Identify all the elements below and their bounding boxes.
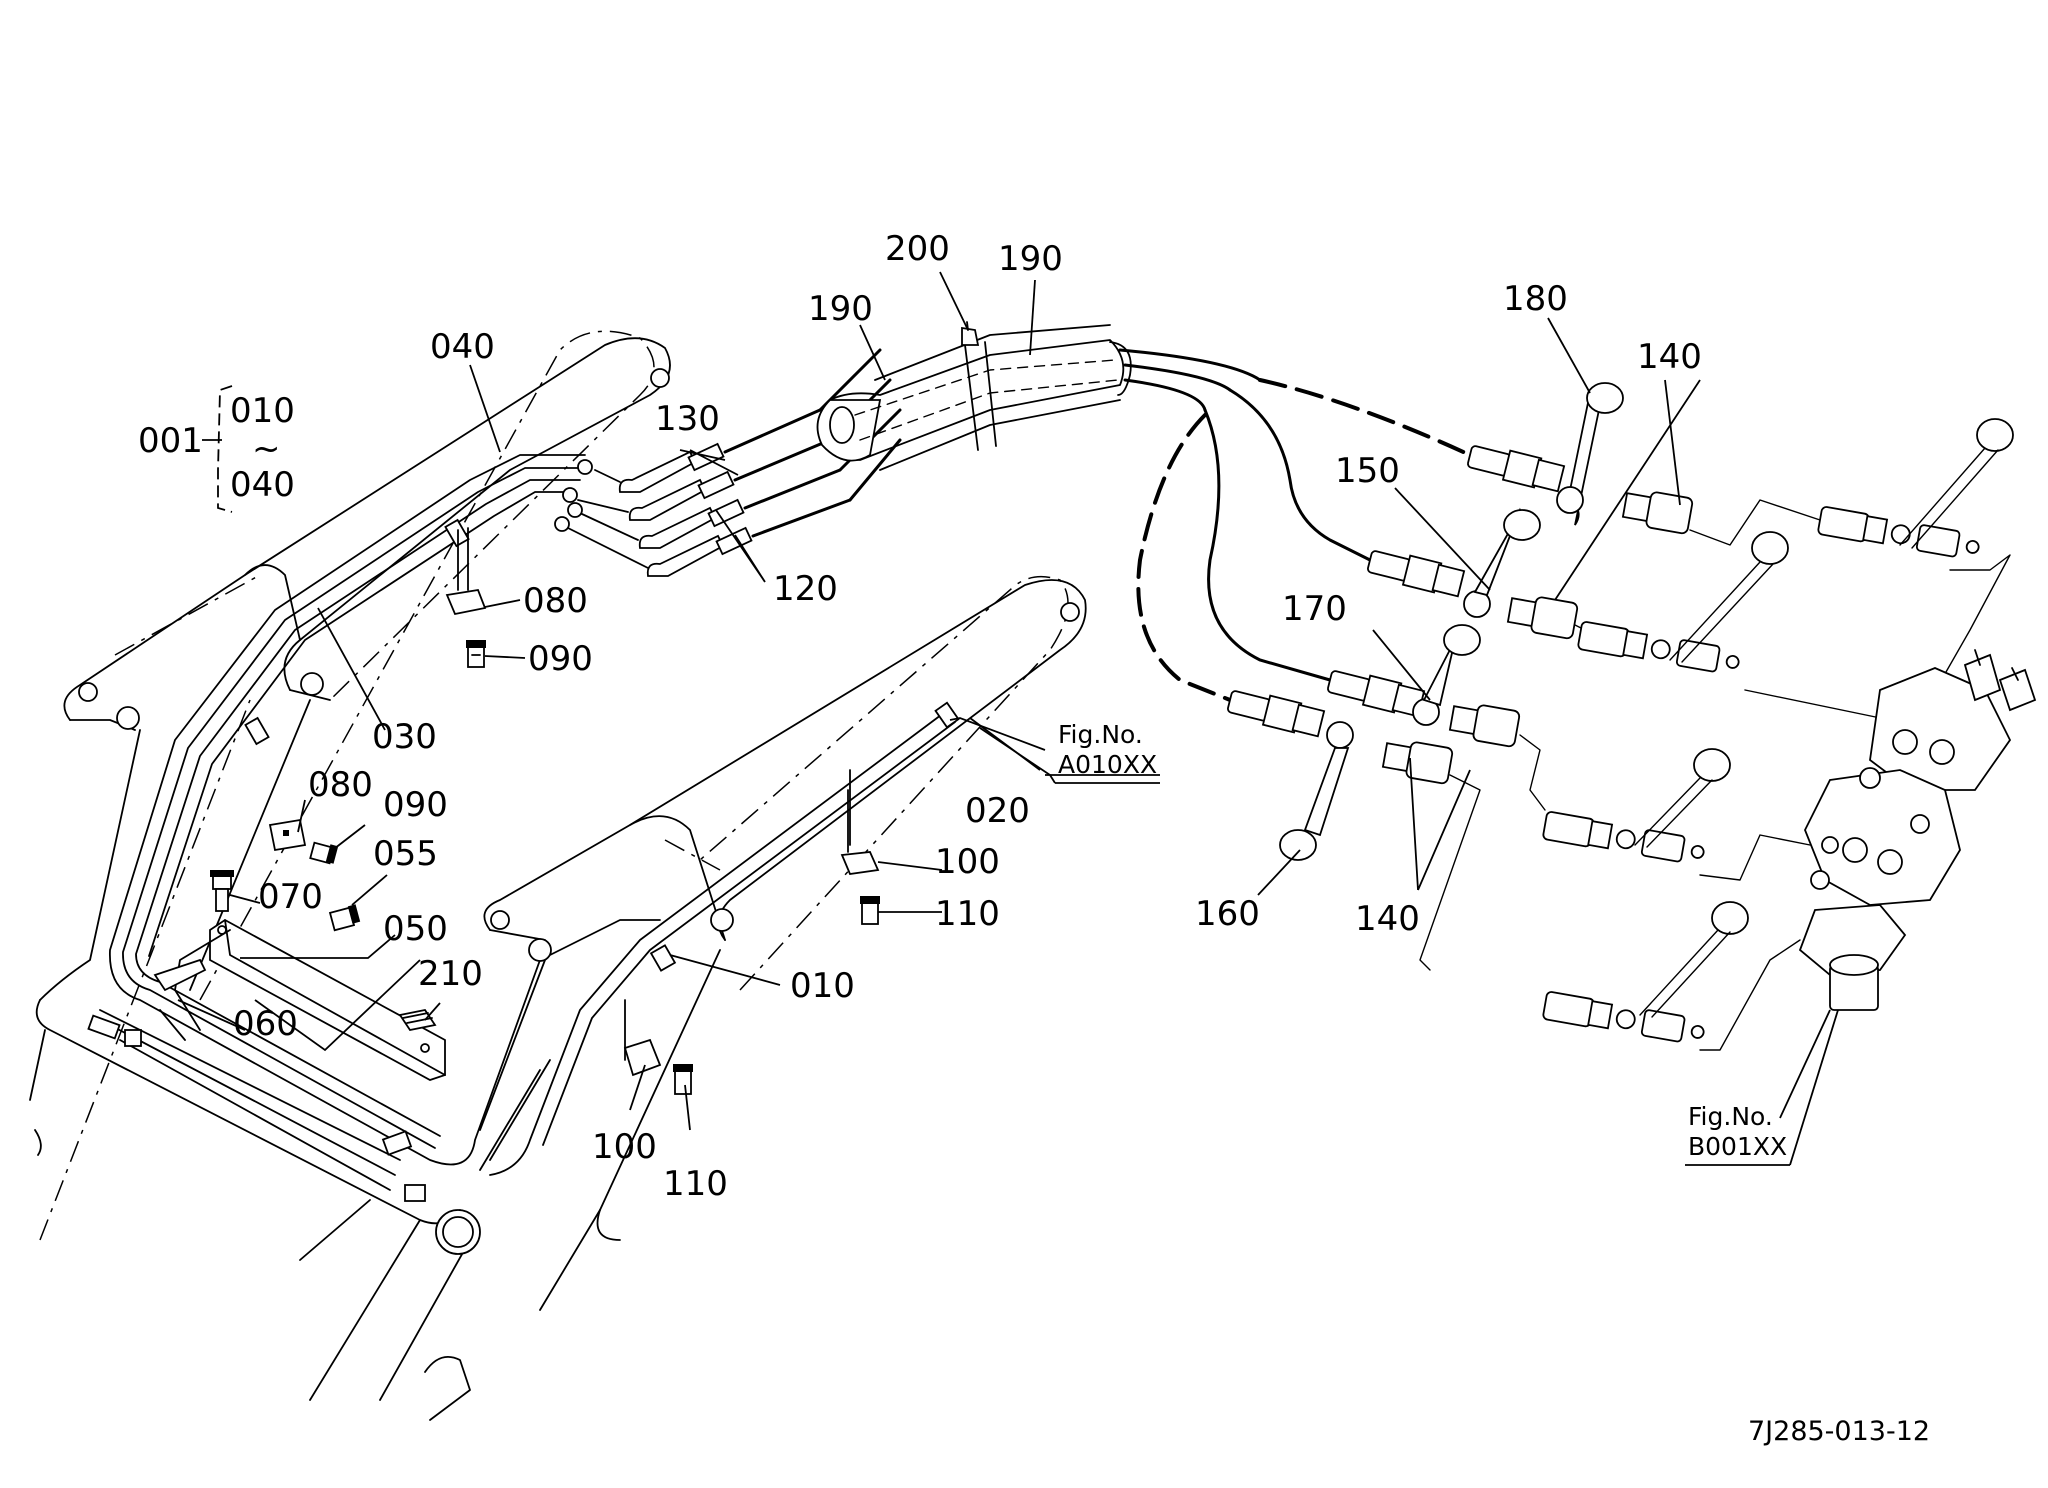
- callout-040: 040: [430, 327, 495, 367]
- assembly-number: 001: [138, 421, 203, 461]
- callout-160: 160: [1195, 894, 1260, 934]
- valve-couplers: [1542, 418, 2014, 1043]
- callout-070: 070: [258, 877, 323, 917]
- callout-140: 140: [1355, 899, 1420, 939]
- callout-210: 210: [418, 954, 483, 994]
- left-arm-hose-bundle: [87, 454, 661, 1255]
- callout-080: 080: [523, 581, 588, 621]
- bolt-055: [328, 904, 361, 932]
- callout-150: 150: [1335, 451, 1400, 491]
- callout-030: 030: [372, 717, 437, 757]
- dust-cap-170: [1412, 624, 1481, 726]
- bolt-110-lower: [673, 1064, 693, 1095]
- callout-140: 140: [1637, 337, 1702, 377]
- callout-100: 100: [592, 1127, 657, 1167]
- assembly-range-start: 010: [230, 391, 295, 431]
- figure-reference-a010xx: Fig.No. A010XX: [979, 720, 1160, 784]
- dust-cap-180: [1556, 382, 1624, 526]
- assembly-bracket: 001 010 ~ 040: [138, 385, 295, 513]
- callout-190: 190: [998, 239, 1063, 279]
- drawing-code: 7J285-013-12: [1748, 1416, 1930, 1447]
- callout-050: 050: [383, 909, 448, 949]
- callout-labels: 200 190 190 180 140 040 130 150 120 080 …: [233, 229, 1702, 1204]
- callout-100: 100: [935, 842, 1000, 882]
- long-hoses: [1136, 378, 1472, 702]
- figure-reference-b001xx: Fig.No. B001XX: [1685, 1009, 1839, 1166]
- hose-sleeve-190: [816, 321, 1262, 502]
- clamp-100-lower: [623, 1038, 662, 1077]
- callout-110: 110: [663, 1164, 728, 1204]
- figure-ref-code: A010XX: [1058, 750, 1157, 779]
- leader-lines: [177, 271, 1831, 1131]
- clamp-080-upper: [445, 527, 487, 616]
- clamp-080-lower: [268, 818, 307, 852]
- bracket-060: [153, 958, 207, 1041]
- callout-055: 055: [373, 834, 438, 874]
- callout-120: 120: [773, 569, 838, 609]
- callout-180: 180: [1503, 279, 1568, 319]
- callout-060: 060: [233, 1004, 298, 1044]
- assembly-range-end: 040: [230, 465, 295, 505]
- callout-130: 130: [655, 399, 720, 439]
- callout-090: 090: [528, 639, 593, 679]
- callout-190: 190: [808, 289, 873, 329]
- control-valve: [1798, 649, 2037, 1011]
- bolt-090-lower: [309, 841, 339, 865]
- hose-connector-group-120-130: [554, 408, 852, 577]
- quick-couplers: [1227, 382, 1694, 861]
- callout-080: 080: [308, 765, 373, 805]
- figure-ref-title: Fig.No.: [1688, 1102, 1773, 1131]
- callout-090: 090: [383, 785, 448, 825]
- callout-010: 010: [790, 966, 855, 1006]
- label-210: [398, 1008, 437, 1032]
- callout-200: 200: [885, 229, 950, 269]
- left-loader-arm: [29, 330, 671, 1421]
- callout-170: 170: [1282, 589, 1347, 629]
- figure-ref-code: B001XX: [1688, 1132, 1787, 1161]
- assembly-range-tilde: ~: [252, 429, 281, 469]
- bolt-070: [210, 870, 234, 912]
- bolt-090-upper: [466, 640, 486, 668]
- bolt-110-upper: [860, 896, 880, 925]
- dust-cap-160: [1279, 721, 1354, 861]
- callout-020: 020: [965, 791, 1030, 831]
- right-loader-arm: [479, 575, 1087, 1311]
- figure-ref-title: Fig.No.: [1058, 720, 1143, 749]
- callout-110: 110: [935, 894, 1000, 934]
- bracket-050: [174, 918, 446, 1081]
- valve-dust-caps: [1634, 418, 2014, 1018]
- clamp-100-upper: [840, 789, 880, 875]
- dust-cap-150: [1463, 507, 1541, 618]
